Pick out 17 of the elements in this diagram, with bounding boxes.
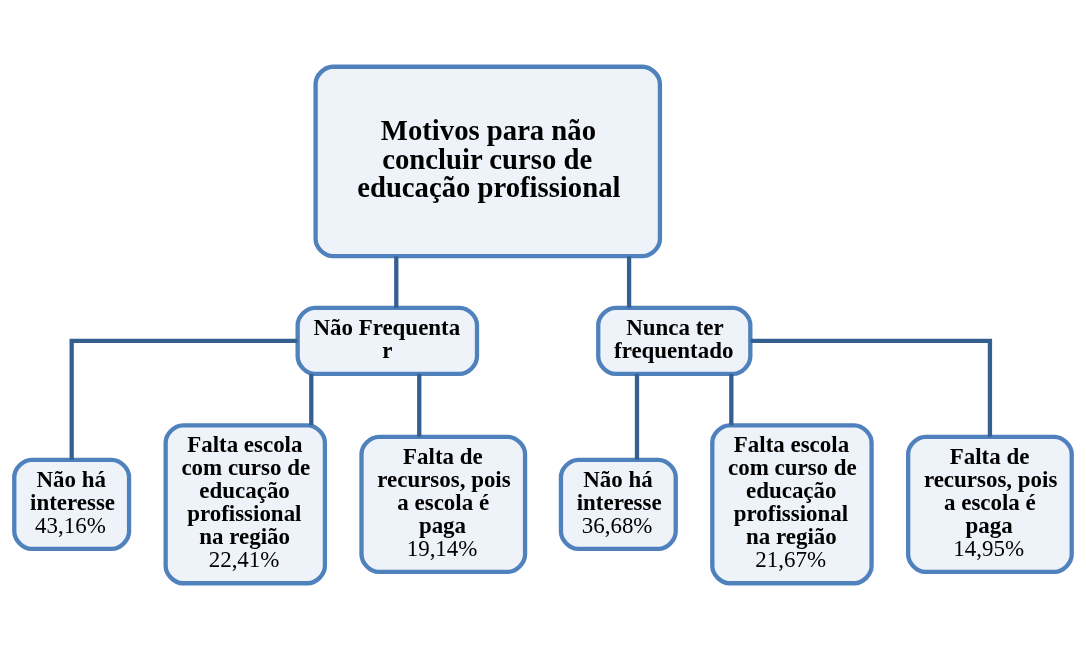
connector <box>750 338 993 437</box>
connector <box>417 373 422 437</box>
node-box: Não Frequenta r <box>295 305 480 376</box>
connector <box>394 256 399 308</box>
connector <box>729 373 734 426</box>
connector <box>626 256 632 308</box>
node-box: Falta de recursos, pois a escola é paga 19,14% <box>359 434 528 574</box>
node-box: Nunca ter frequentado <box>596 305 753 376</box>
connector <box>634 373 640 460</box>
connector <box>309 373 314 426</box>
node-box: Motivos para não concluir curso de educação profissional <box>313 64 663 259</box>
node-box: Falta escola com curso de educação profissional na região 22,41% <box>163 423 328 586</box>
node-box: Não há interesse 43,16% <box>12 457 132 551</box>
node-box: Não há interesse 36,68% <box>558 457 678 551</box>
node-box: Falta escola com curso de educação profissional na região 21,67% <box>710 423 874 586</box>
node-box: Falta de recursos, pois a escola é paga 14,95% <box>906 434 1074 574</box>
connector <box>69 338 298 460</box>
